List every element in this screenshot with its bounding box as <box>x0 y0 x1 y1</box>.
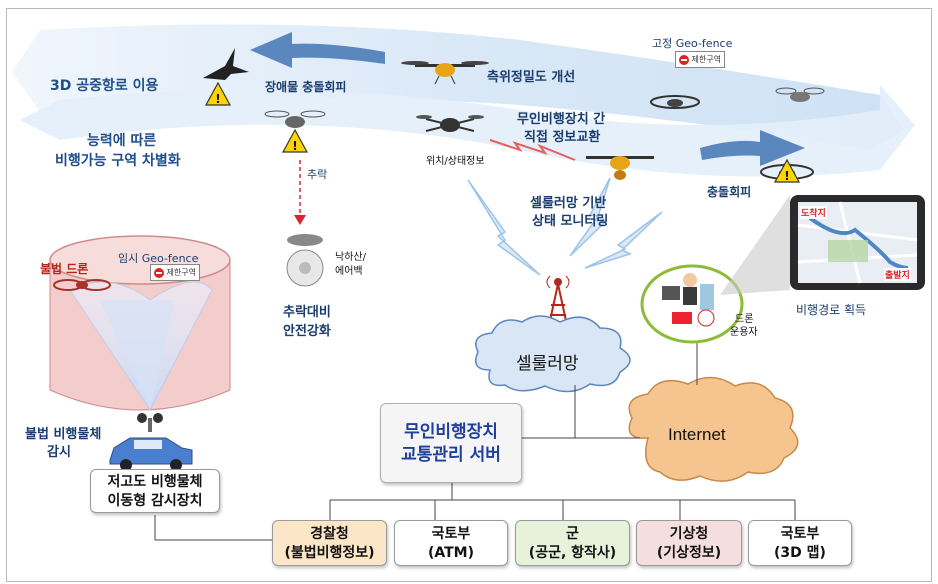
drone-quad-icon <box>650 95 700 109</box>
agency-detail: (ATM) <box>427 545 475 561</box>
agency-name: 국토부 <box>431 526 471 542</box>
restricted-zone-text: 제한구역 <box>166 268 196 277</box>
drone-quad-icon <box>264 110 326 128</box>
outer-frame <box>6 8 932 582</box>
arrival-label: 도착지 <box>800 206 827 219</box>
agency-box-police: 경찰청 (불법비행정보) <box>272 520 387 566</box>
warning-icon: ! <box>773 158 801 183</box>
obstacle-arrow <box>250 32 385 68</box>
zoom-cone <box>720 195 790 295</box>
svg-text:!: ! <box>292 139 297 153</box>
bird-icon <box>203 48 249 80</box>
agency-detail: (3D 맵) <box>774 545 826 561</box>
exchange-zigzag <box>489 139 576 161</box>
internet-cloud <box>628 376 799 482</box>
cell-tower-icon <box>546 275 570 331</box>
capability-label-1: 능력에 따른 <box>87 133 157 149</box>
fall-label: 추락 <box>307 168 328 181</box>
fall-safety-label-2: 안전강화 <box>283 324 331 339</box>
illegal-monitor-label-1: 불법 비행물체 <box>25 427 102 442</box>
server-line2: 교통관리 서버 <box>401 445 501 465</box>
obstacle-avoid-label: 장애물 충돌회피 <box>265 80 347 94</box>
svg-text:!: ! <box>784 169 789 183</box>
route-acquire-label: 비행경로 획득 <box>796 303 867 317</box>
parachute-label-2: 에어백 <box>335 266 363 277</box>
collision-arrow <box>700 130 805 166</box>
cell-monitor-label-2: 상태 모니터링 <box>532 214 609 229</box>
monitor-device-box: 저고도 비행물체 이동형 감시장치 <box>90 469 220 513</box>
temp-geofence-label: 임시 Geo-fence <box>118 252 199 265</box>
precision-label: 측위정밀도 개선 <box>487 70 576 85</box>
position-status-label: 위치/상태정보 <box>426 156 485 167</box>
restricted-zone-sign: 제한구역 <box>675 51 725 68</box>
agency-box-military: 군 (공군, 항작사) <box>515 520 630 566</box>
cellular-cloud <box>475 315 631 393</box>
agency-box-weather: 기상청 (기상정보) <box>636 520 742 566</box>
no-entry-icon <box>679 55 689 65</box>
warning-icon: ! <box>204 81 232 106</box>
network-lines <box>154 338 796 541</box>
sky-band <box>12 24 915 177</box>
capability-label-2: 비행가능 구역 차별화 <box>55 153 181 169</box>
route-3d-label: 3D 공중항로 이용 <box>50 78 159 94</box>
monitor-device-line2: 이동형 감시장치 <box>107 493 203 509</box>
parachute-label-1: 낙하산/ <box>335 252 366 263</box>
fall-arrowhead <box>294 215 306 225</box>
collision-avoid-label: 충돌회피 <box>707 185 752 199</box>
agency-detail: (불법비행정보) <box>284 545 375 561</box>
parachute-drone-icon <box>286 234 324 287</box>
fall-safety-label-1: 추락대비 <box>283 305 331 320</box>
police-car-icon <box>109 437 193 471</box>
drone-hexa-icon <box>416 115 484 132</box>
cell-monitor-label-1: 셀룰러망 기반 <box>530 196 607 211</box>
monitor-device-line1: 저고도 비행물체 <box>107 474 203 490</box>
illegal-monitor-label-2: 감시 <box>47 445 71 460</box>
departure-label: 출발지 <box>884 268 911 281</box>
cellular-label: 셀룰러망 <box>516 354 579 374</box>
sensor-icon <box>137 413 163 432</box>
svg-text:!: ! <box>215 92 220 106</box>
drone-quad-icon <box>775 87 825 102</box>
illegal-drone-icon <box>53 279 111 291</box>
warning-icon: ! <box>281 128 309 153</box>
restricted-zone-text: 제한구역 <box>691 55 721 64</box>
no-entry-icon <box>154 268 164 278</box>
signal-bolt <box>467 177 663 276</box>
illegal-drone-label: 불법 드론 <box>40 262 89 276</box>
operator-label-1: 드론 <box>735 314 754 325</box>
agency-name: 경찰청 <box>310 526 349 542</box>
agency-box-molit-3dmap: 국토부 (3D 맵) <box>748 520 852 566</box>
direct-info-label-1: 무인비행장치 간 <box>517 112 606 127</box>
drone-orange-icon <box>401 61 489 85</box>
agency-detail: (기상정보) <box>656 545 722 561</box>
agency-box-molit-atm: 국토부 (ATM) <box>394 520 508 566</box>
agency-detail: (공군, 항작사) <box>528 545 617 561</box>
agency-name: 국토부 <box>780 526 820 542</box>
fixed-geofence-label: 고정 Geo-fence <box>652 37 733 50</box>
direct-info-label-2: 직접 정보교환 <box>524 130 601 145</box>
agency-name: 기상청 <box>669 526 709 542</box>
server-line1: 무인비행장치 <box>404 422 498 442</box>
traffic-server-box: 무인비행장치 교통관리 서버 <box>380 403 522 483</box>
operator-label-2: 운용자 <box>730 327 758 338</box>
drone-orange-icon <box>586 156 654 180</box>
agency-name: 군 <box>566 526 579 542</box>
operator-icon <box>640 264 744 344</box>
restricted-zone-sign: 제한구역 <box>150 264 200 281</box>
internet-label: Internet <box>668 425 726 444</box>
